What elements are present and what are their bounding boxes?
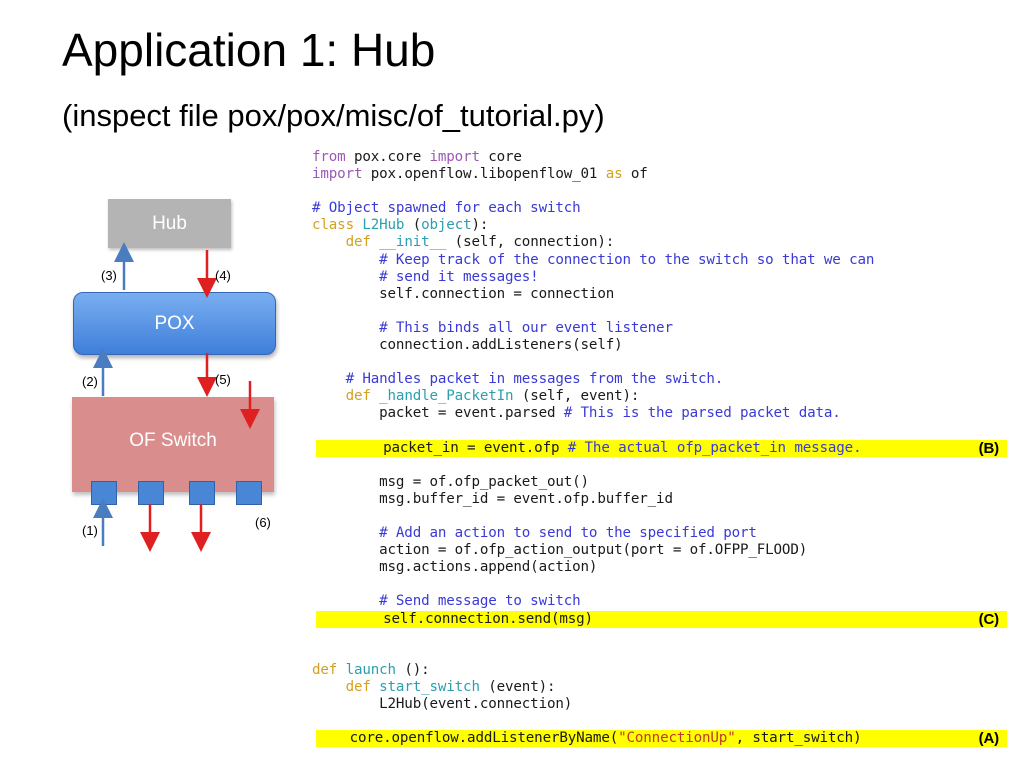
switch-port-3 [189, 481, 215, 505]
of-switch-box: OF Switch [72, 397, 274, 492]
code-token: (): [395, 661, 430, 678]
code-line [312, 303, 1007, 320]
slide-title: Application 1: Hub [62, 24, 436, 76]
code-line: connection.addListeners(self) [312, 337, 623, 354]
code-line-highlight-c: self.connection.send(msg) (C) [316, 610, 1007, 628]
code-listing: from pox.core import core import pox.ope… [312, 149, 1007, 748]
label-5: (5) [215, 372, 231, 387]
code-token: "ConnectionUp" [618, 730, 736, 747]
code-line: def _handle_PacketIn (self, event): [312, 388, 1007, 405]
code-line: # Add an action to send to the specified… [312, 525, 757, 542]
code-token: launch [337, 661, 397, 678]
code-line-highlight-a: core.openflow.addListenerByName("Connect… [316, 730, 1007, 748]
code-line: from pox.core import core [312, 149, 1007, 166]
label-6: (6) [255, 515, 271, 530]
code-token: pox.openflow.libopenflow_01 [362, 166, 606, 183]
code-line: self.connection = connection [312, 285, 615, 302]
code-line [312, 423, 1007, 440]
code-token: # The actual ofp_packet_in message. [567, 439, 862, 456]
code-token: pox.core [345, 149, 430, 165]
code-line [312, 354, 1007, 371]
code-line [312, 645, 1007, 662]
code-token: # This is the parsed packet data. [563, 405, 841, 422]
code-token: (self, connection): [446, 234, 615, 251]
code-token: object [421, 217, 472, 234]
code-line: # Keep track of the connection to the sw… [312, 251, 875, 268]
code-token: def [312, 388, 371, 405]
code-token: ): [471, 217, 489, 234]
tag-b: (B) [978, 439, 1000, 457]
code-line: class L2Hub (object): [312, 217, 1007, 234]
code-token: import [429, 149, 481, 165]
switch-port-1 [91, 481, 117, 505]
code-token: def [312, 678, 371, 695]
code-line: def start_switch (event): [312, 679, 1007, 696]
code-token: from [312, 149, 346, 165]
hub-box: Hub [108, 199, 231, 248]
code-token: core [479, 149, 522, 165]
code-line [312, 713, 1007, 730]
code-token: class [312, 217, 354, 234]
code-line: action = of.ofp_action_output(port = of.… [312, 542, 808, 559]
code-token: self.connection.send(msg) [316, 610, 593, 627]
code-token: ( [404, 217, 422, 234]
code-line: msg.actions.append(action) [312, 559, 598, 576]
code-token: def [312, 661, 338, 678]
code-line: L2Hub(event.connection) [312, 696, 573, 712]
tag-c: (C) [978, 610, 1000, 628]
code-token: packet = event.parsed [312, 405, 564, 422]
code-line [312, 508, 1007, 525]
code-line [312, 628, 1007, 645]
code-line: def __init__ (self, connection): [312, 234, 1007, 251]
code-line: msg = of.ofp_packet_out() [312, 473, 589, 490]
pox-label: POX [154, 312, 195, 334]
label-2: (2) [82, 374, 98, 389]
code-token: __init__ [370, 234, 447, 251]
switch-port-4 [236, 481, 262, 505]
code-line [312, 457, 1007, 474]
code-line: msg.buffer_id = event.ofp.buffer_id [312, 490, 673, 507]
code-line-highlight-b: packet_in = event.ofp # The actual ofp_p… [316, 439, 1007, 457]
hub-label: Hub [152, 212, 187, 234]
switch-label: OF Switch [129, 429, 217, 451]
code-line: # Handles packet in messages from the sw… [312, 371, 724, 388]
code-token: def [312, 234, 371, 251]
code-line: import pox.openflow.libopenflow_01 as of [312, 166, 1007, 183]
label-4: (4) [215, 268, 231, 283]
code-token: (event): [479, 678, 556, 695]
switch-port-2 [138, 481, 164, 505]
code-token: import [312, 166, 363, 183]
label-1: (1) [82, 523, 98, 538]
code-token: of [622, 166, 648, 183]
code-token: L2Hub [353, 217, 405, 234]
code-line: # This binds all our event listener [312, 319, 673, 336]
code-token: , start_switch) [735, 730, 862, 747]
code-line: packet = event.parsed # This is the pars… [312, 405, 1007, 422]
label-3: (3) [101, 268, 117, 283]
code-line [312, 183, 1007, 200]
code-line: def launch (): [312, 662, 1007, 679]
code-token: (self, event): [513, 388, 640, 405]
code-line: # Send message to switch [312, 593, 581, 610]
code-token: core.openflow.addListenerByName( [316, 730, 619, 747]
code-token: as [605, 166, 623, 183]
code-token: _handle_PacketIn [370, 388, 514, 405]
code-line [312, 576, 1007, 593]
code-line: # Object spawned for each switch [312, 200, 581, 217]
code-token: start_switch [370, 678, 480, 695]
slide-subtitle: (inspect file pox/pox/misc/of_tutorial.p… [62, 98, 605, 133]
code-line: # send it messages! [312, 268, 539, 285]
tag-a: (A) [978, 730, 1000, 748]
pox-box: POX [73, 292, 276, 355]
code-token: packet_in = event.ofp [316, 439, 568, 456]
